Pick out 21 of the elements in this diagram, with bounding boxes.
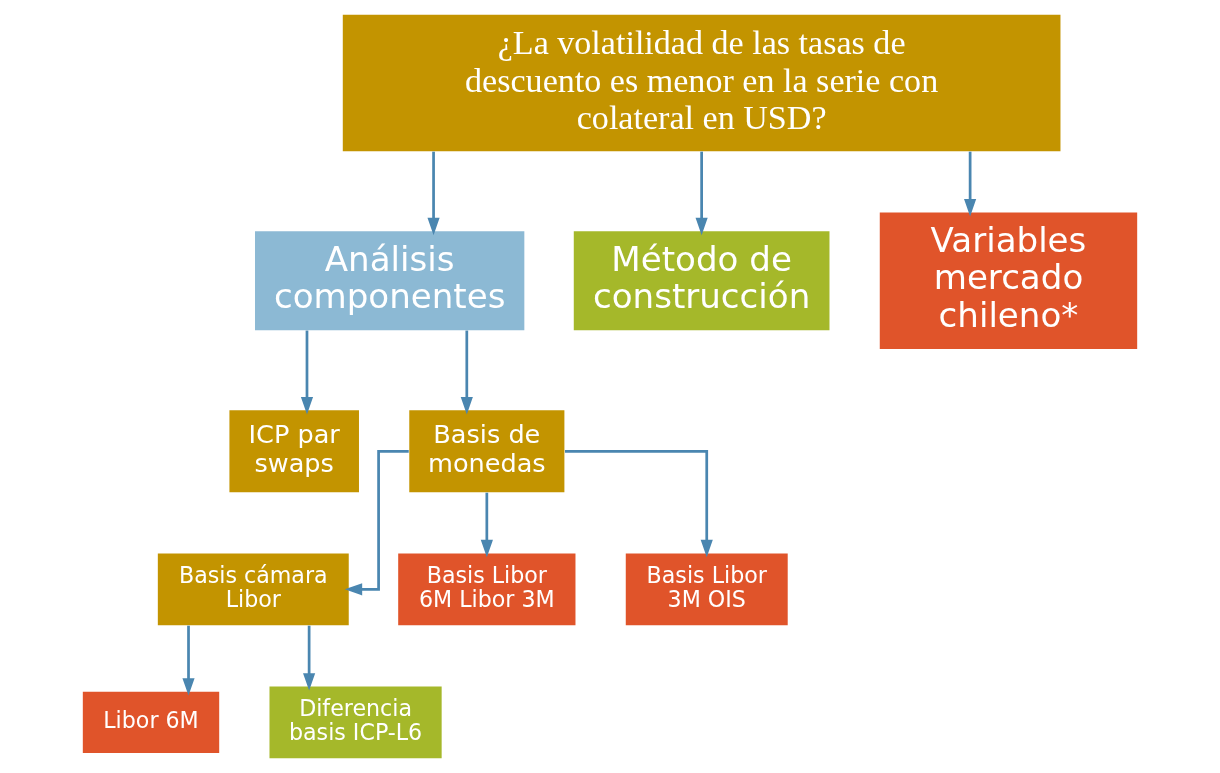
- arrow: [565, 449, 713, 558]
- node-box: Basis Libor 6M Libor 3M: [398, 553, 576, 626]
- arrow: [695, 151, 708, 236]
- arrow: [300, 330, 314, 415]
- arrow: [344, 449, 409, 596]
- arrow: [460, 330, 473, 415]
- arrow: [964, 151, 977, 217]
- arrow: [480, 492, 493, 558]
- node-box: ¿La volatilidad de las tasas de descuento es menor en la serie con colateral en USD?: [342, 14, 1061, 152]
- arrow: [427, 151, 440, 236]
- node-box: ICP par swaps: [229, 410, 359, 493]
- arrow: [303, 625, 316, 691]
- node-box: Basis de monedas: [409, 410, 565, 493]
- node-box: Basis cámara Libor: [157, 553, 349, 626]
- node-box: Análisis componentes: [255, 231, 525, 331]
- node-box: Libor 6M: [82, 691, 220, 753]
- node-box: Variables mercado chileno*: [879, 212, 1138, 349]
- arrow: [182, 625, 195, 696]
- node-box: Basis Libor 3M OIS: [625, 553, 788, 626]
- node-box: Método de construcción: [573, 231, 830, 331]
- node-box: Diferencia basis ICP-L6: [269, 686, 442, 759]
